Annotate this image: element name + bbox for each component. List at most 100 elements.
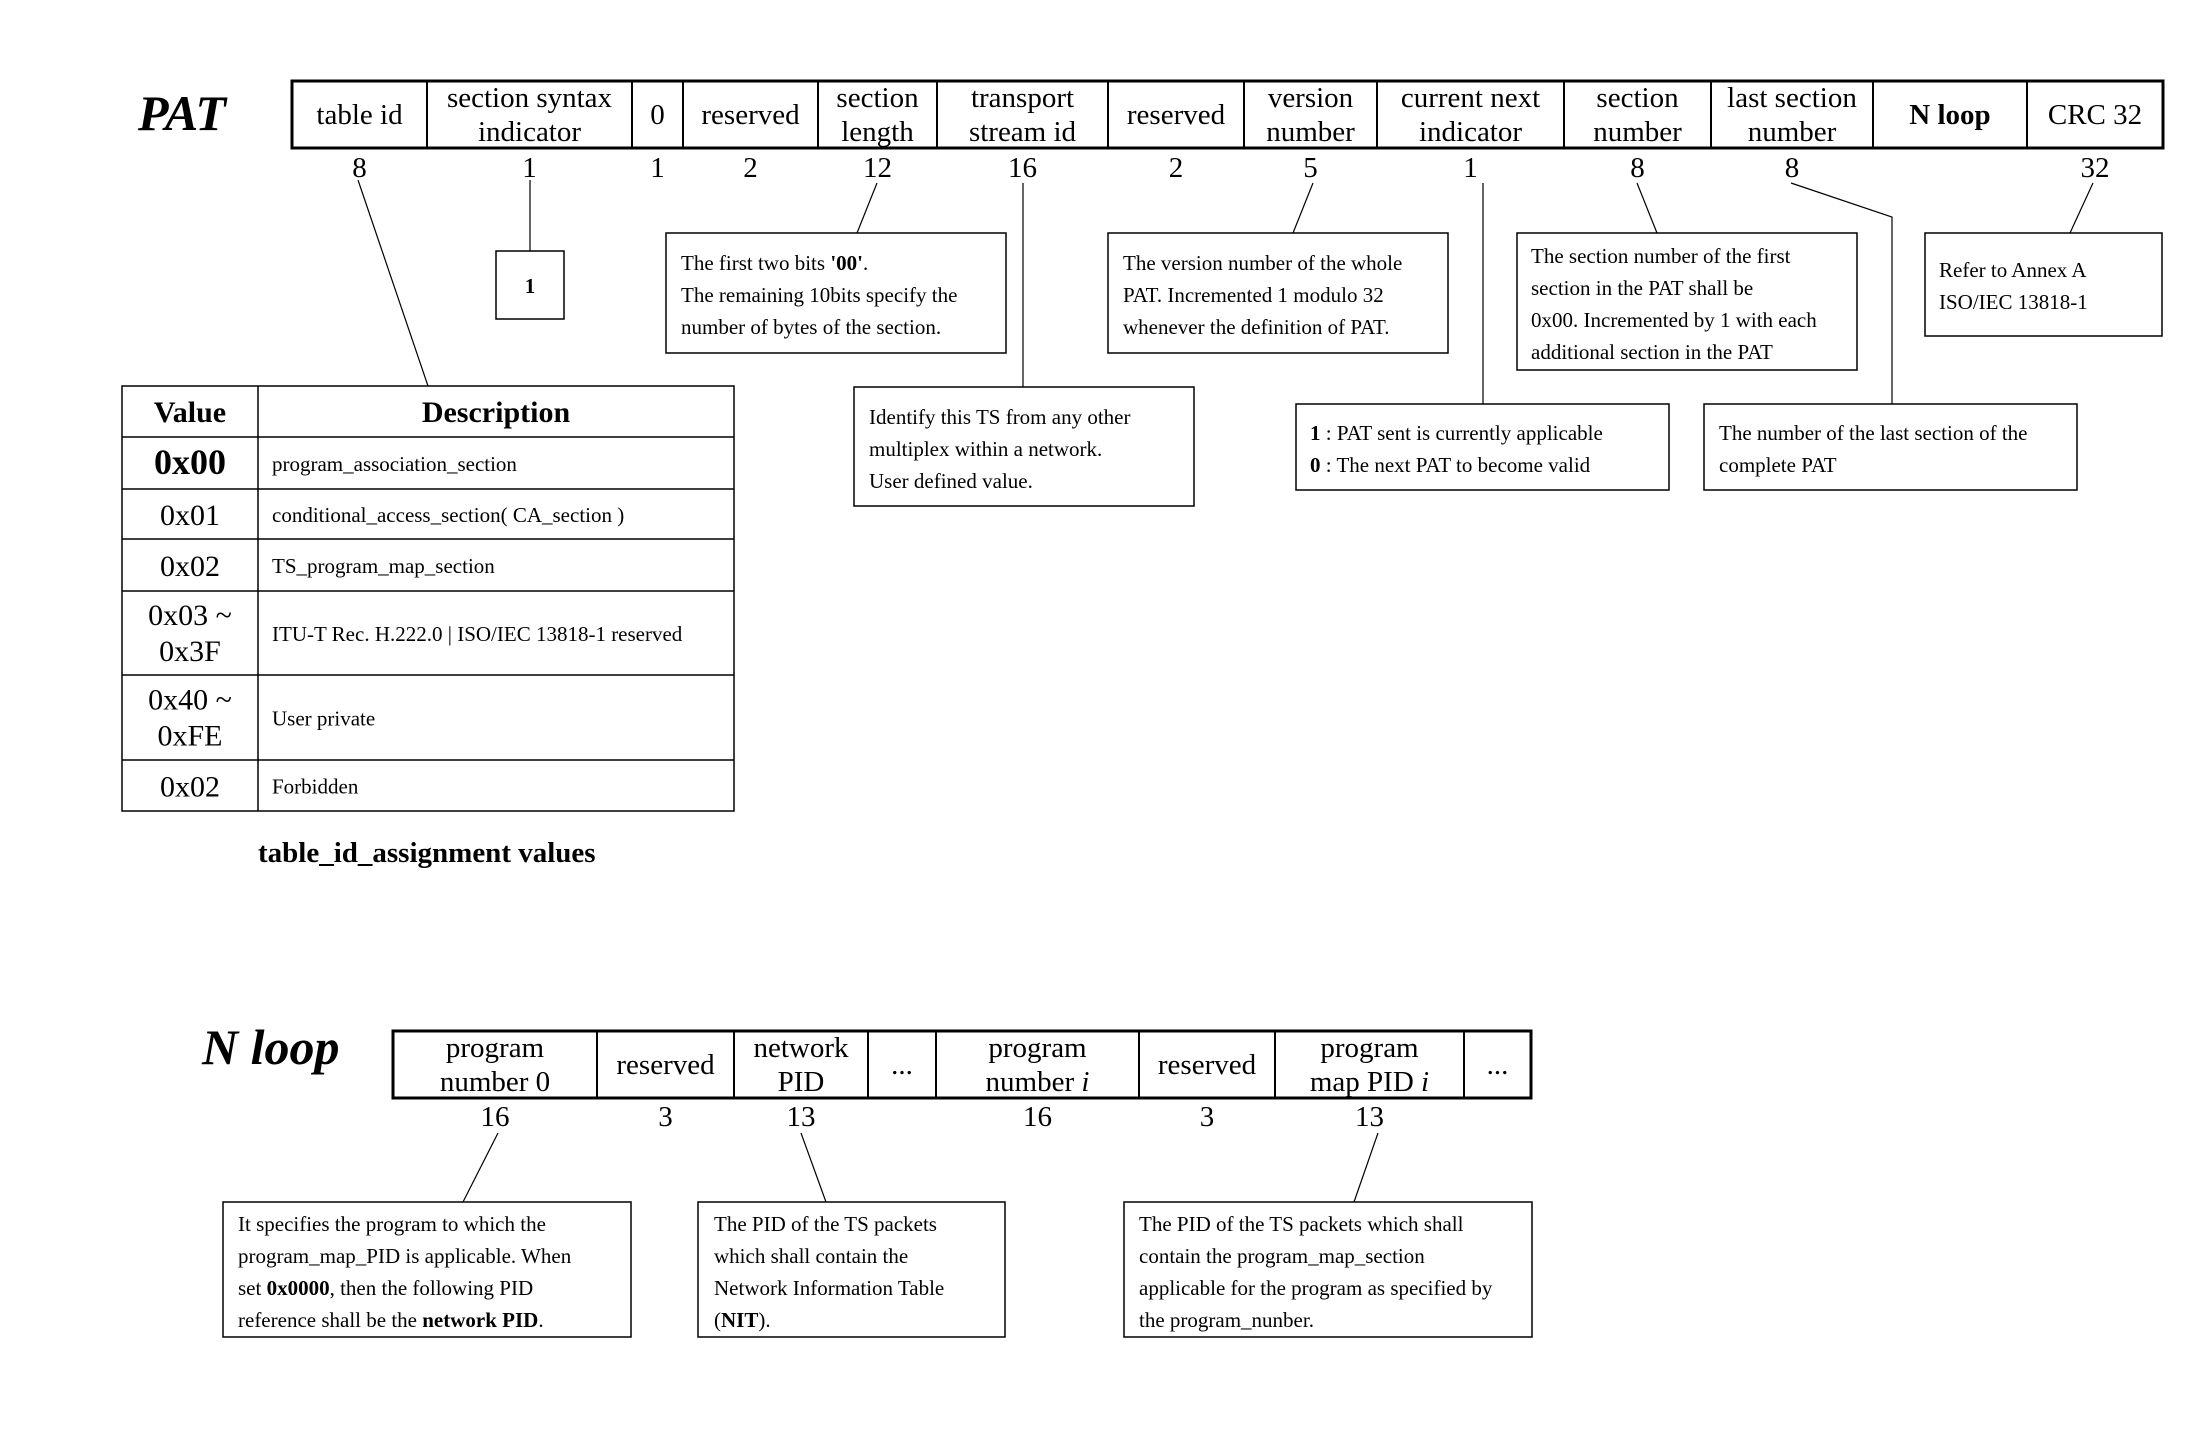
note-crc32-box [1924,232,2163,337]
note-current-next-indicator-text: 0 : The next PAT to become valid [1310,453,1591,477]
pat-field-label: N loop [1909,99,1990,131]
pat-field-label: indicator [478,116,581,148]
note-program-number-text: reference shall be the network PID. [238,1308,544,1332]
note-program-map-pid-text: the program_nunber. [1139,1308,1314,1332]
nloop-field-bits: 13 [787,1101,816,1133]
note-program-map-pid-text: contain the program_map_section [1139,1244,1425,1268]
pat-field-label: table id [316,99,403,131]
pat-field-label: section syntax [447,82,613,114]
table-cell-description: conditional_access_section( CA_section ) [272,503,624,527]
syntax-indicator-value: 1 [525,274,536,298]
nloop-field-bits: 3 [658,1101,673,1133]
note-section-length-text: The first two bits '00'. [681,251,868,275]
table-id-caption: table_id_assignment values [258,837,596,869]
note-last-section-number-text: complete PAT [1719,453,1837,477]
note-transport-stream-id-text: User defined value. [869,469,1033,493]
pat-field-bits: 5 [1303,152,1318,184]
note-section-length-text: number of bytes of the section. [681,315,941,339]
pat-field-bits: 8 [1785,152,1800,184]
nloop-field-bits: 13 [1355,1101,1384,1133]
table-cell-value: 0x00 [154,442,226,482]
leader-crc32 [2069,182,2094,234]
pat-field-label: 0 [650,99,665,131]
pat-field-bits: 1 [650,152,665,184]
note-section-length-text: The remaining 10bits specify the [681,283,957,307]
note-transport-stream-id-text: Identify this TS from any other [869,405,1131,429]
pat-field-label: reserved [1127,99,1226,131]
note-network-pid-text: which shall contain the [714,1244,908,1268]
table-cell-value: 0x01 [160,499,220,532]
note-version-number-text: The version number of the whole [1123,251,1402,275]
nloop-field-bits: 16 [481,1101,510,1133]
note-version-number-text: PAT. Incremented 1 modulo 32 [1123,283,1384,307]
table-row: 0x02 Forbidden [160,771,359,804]
table-row: 0x00 program_association_section [154,442,517,482]
table-header-value: Value [154,396,226,429]
note-program-number-box [222,1201,632,1338]
pat-field-bits: 16 [1008,152,1037,184]
table-cell-description: Forbidden [272,775,359,799]
note-network-pid-text: The PID of the TS packets [714,1212,937,1236]
note-program-number-text: program_map_PID is applicable. When [238,1244,572,1268]
note-crc32-text: Refer to Annex A [1939,258,2087,282]
nloop-field-label: number i [986,1066,1090,1098]
pat-row-outline [290,79,2165,150]
table-outline [121,385,735,812]
pat-field-label: CRC 32 [2048,99,2142,131]
leader-last-section-number [1790,182,1893,404]
pat-title: PAT [137,85,228,141]
leader-section-number [1636,182,1658,234]
pat-field-label: section [1596,82,1679,114]
leader-table-id [357,179,429,387]
note-transport-stream-id-box [853,386,1195,507]
pat-notes: The first two bits '00'. The remaining 10… [665,182,2163,507]
pat-field-label: last section [1727,82,1857,114]
note-transport-stream-id-text: multiplex within a network. [869,437,1102,461]
table-cell-description: TS_program_map_section [272,554,495,578]
nloop-field-label: program [446,1032,545,1064]
nloop-field-bits: 3 [1200,1101,1215,1133]
pat-field-bits: 8 [352,152,367,184]
nloop-field-label: PID [778,1066,825,1098]
pat-field-label: section [836,82,919,114]
table-cell-description: program_association_section [272,452,517,476]
note-section-number-text: additional section in the PAT [1531,340,1773,364]
nloop-title: N loop [201,1019,340,1075]
table-header-description: Description [422,396,571,429]
table-cell-value: 0x40 ~ [148,684,232,717]
nloop-field-label: map PID i [1310,1066,1429,1098]
table-cell-value: 0xFE [157,720,222,753]
note-network-pid-text: (NIT). [714,1308,771,1332]
nloop-row-outline [391,1029,1533,1100]
nloop-field-label: reserved [616,1049,715,1081]
pat-field-bits: 1 [1463,152,1478,184]
note-version-number-box [1107,232,1449,354]
note-program-map-pid-box [1123,1201,1533,1338]
pat-field-label: version [1268,82,1354,114]
pat-field-label: current next [1401,82,1540,114]
note-network-pid-text: Network Information Table [714,1276,944,1300]
pat-field-bits: 2 [1169,152,1184,184]
note-program-number-text: It specifies the program to which the [238,1212,546,1236]
leader-version-number [1292,182,1314,234]
note-section-number-box [1516,232,1858,371]
note-section-length-box [665,232,1007,354]
note-last-section-number-box [1703,403,2078,491]
nloop-field-label: ... [1487,1049,1509,1081]
note-crc32-text: ISO/IEC 13818-1 [1939,290,2088,314]
table-cell-value: 0x02 [160,771,220,804]
syntax-indicator-value-box [495,250,565,320]
note-program-number-text: set 0x0000, then the following PID [238,1276,533,1300]
pat-field-bits: 32 [2081,152,2110,184]
leader-program-number [462,1132,499,1203]
table-row: 0x02 TS_program_map_section [160,550,495,583]
pat-field-label: reserved [701,99,800,131]
leader-section-length [856,182,878,234]
table-cell-value: 0x02 [160,550,220,583]
note-section-number-text: The section number of the first [1531,244,1791,268]
table-cell-value: 0x03 ~ [148,599,232,632]
nloop-notes: It specifies the program to which the pro… [222,1132,1533,1338]
note-current-next-indicator-text: 1 : PAT sent is currently applicable [1310,421,1603,445]
pat-field-label: number [1748,116,1837,148]
